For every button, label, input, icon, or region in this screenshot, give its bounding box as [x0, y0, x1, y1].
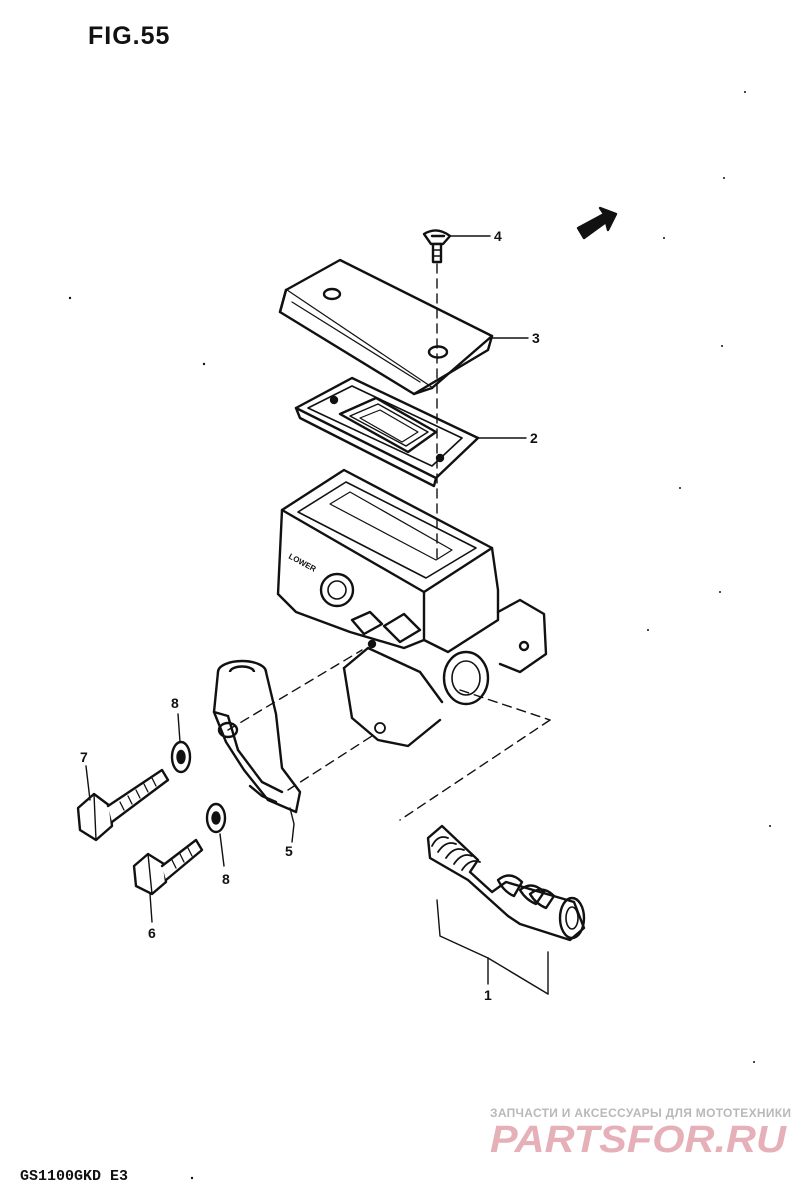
short-bolt [132, 838, 204, 896]
leader-lines [85, 235, 549, 995]
reservoir-cap [278, 258, 494, 396]
watermark-logo: PARTSFOR.RU [490, 1119, 788, 1160]
model-code: GS1100GKD E3 [20, 1168, 129, 1185]
clamp-bracket [212, 659, 302, 814]
callout-7: 7 [80, 749, 88, 765]
assembly-dashed-lines [227, 263, 551, 821]
master-cylinder-body [276, 468, 548, 748]
callout-4: 4 [494, 228, 502, 244]
callout-2: 2 [530, 430, 538, 446]
reservoir-stamp: LOWER [287, 552, 318, 574]
callout-1: 1 [484, 987, 492, 1003]
watermark-logo-text: PARTSFOR.RU [490, 1119, 788, 1160]
arrow-icon [576, 206, 618, 240]
diaphragm-gasket [294, 376, 480, 488]
figure-title: FIG.55 [88, 22, 171, 50]
long-bolt [76, 768, 170, 842]
callout-8-lower: 8 [222, 871, 230, 887]
scan-specks [68, 91, 771, 1180]
piston-set [426, 824, 586, 942]
cap-screw [422, 229, 452, 264]
washer-lower [205, 802, 227, 834]
callout-5: 5 [285, 843, 293, 859]
callout-6: 6 [148, 925, 156, 941]
watermark-subtitle: ЗАПЧАСТИ И АКСЕССУАРЫ ДЛЯ МОТОТЕХНИКИ [490, 1106, 792, 1120]
callout-3: 3 [532, 330, 540, 346]
callout-8-upper: 8 [171, 695, 179, 711]
washer-upper [170, 740, 192, 774]
